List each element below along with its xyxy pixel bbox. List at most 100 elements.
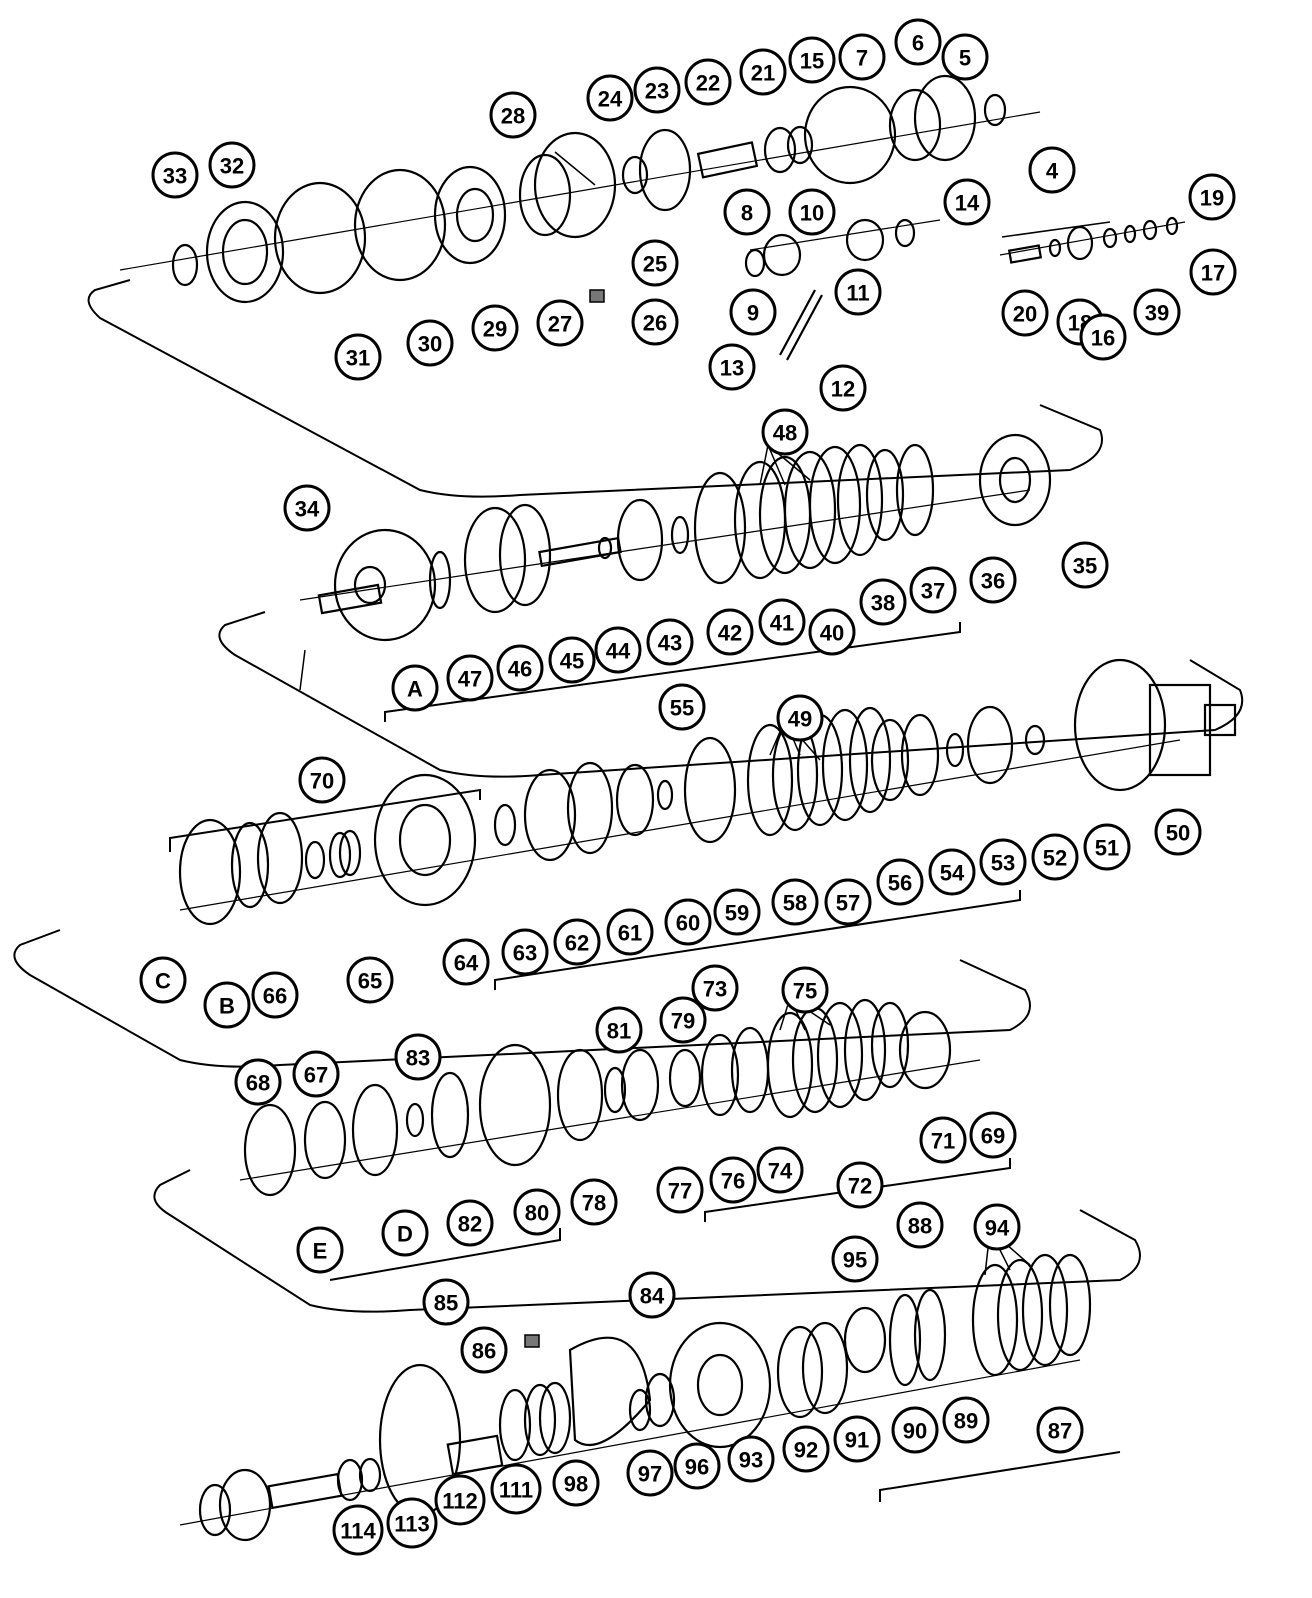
callout-91: 91 xyxy=(833,1415,881,1463)
callout-50: 50 xyxy=(1154,808,1202,856)
callout-text: 23 xyxy=(645,79,669,104)
callout-39: 39 xyxy=(1133,288,1181,336)
callout-78: 78 xyxy=(570,1178,618,1226)
callout-circle xyxy=(673,1442,721,1490)
callout-94: 94 xyxy=(973,1203,1021,1251)
callout-40: 40 xyxy=(808,608,856,656)
callout-52: 52 xyxy=(1031,833,1079,881)
callout-text: D xyxy=(397,1222,413,1247)
callout-25: 25 xyxy=(631,239,679,287)
callout-circle xyxy=(203,981,251,1029)
callout-text: 42 xyxy=(718,621,742,646)
callout-text: 24 xyxy=(598,87,623,112)
callout-22: 22 xyxy=(684,58,732,106)
callout-circle xyxy=(553,918,601,966)
callout-text: 14 xyxy=(955,191,980,216)
callout-text: 87 xyxy=(1048,1419,1072,1444)
callout-circle xyxy=(496,644,544,692)
callout-text: 76 xyxy=(721,1169,745,1194)
callout-19: 19 xyxy=(1188,173,1236,221)
callout-text: 6 xyxy=(912,31,924,56)
bracket-B xyxy=(169,788,481,852)
callout-text: 62 xyxy=(565,931,589,956)
callout-text: 22 xyxy=(696,71,720,96)
callout-16: 16 xyxy=(1079,313,1127,361)
callout-text: 93 xyxy=(739,1448,763,1473)
callout-circle xyxy=(434,1474,486,1526)
callout-56: 56 xyxy=(876,858,924,906)
callout-text: 70 xyxy=(310,769,334,794)
callout-38: 38 xyxy=(859,578,907,626)
callout-circle xyxy=(1083,823,1131,871)
callout-text: 56 xyxy=(888,871,912,896)
group-brackets xyxy=(169,622,1121,1502)
callout-circle xyxy=(1031,833,1079,881)
callout-87: 87 xyxy=(1036,1406,1084,1454)
callout-32: 32 xyxy=(208,141,256,189)
callout-17: 17 xyxy=(1189,248,1237,296)
callout-text: 57 xyxy=(836,891,860,916)
callout-text: 45 xyxy=(560,649,584,674)
callout-27: 27 xyxy=(536,299,584,347)
callout-text: 11 xyxy=(846,281,869,306)
callout-text: 10 xyxy=(800,201,824,226)
callout-text: 25 xyxy=(643,252,667,277)
callout-37: 37 xyxy=(909,566,957,614)
callout-text: 38 xyxy=(871,591,895,616)
callout-circle xyxy=(334,333,382,381)
callout-circle xyxy=(570,1178,618,1226)
callout-44: 44 xyxy=(594,626,642,674)
callout-text: 8 xyxy=(741,201,753,226)
callout-text: 37 xyxy=(921,579,945,604)
callout-text: 73 xyxy=(703,977,727,1002)
callout-98: 98 xyxy=(552,1459,600,1507)
callout-circle xyxy=(552,1459,600,1507)
callout-80: 80 xyxy=(513,1188,561,1236)
callout-circle xyxy=(727,1435,775,1483)
callout-text: 19 xyxy=(1200,186,1224,211)
callout-97: 97 xyxy=(626,1449,674,1497)
callout-text: 51 xyxy=(1095,836,1119,861)
callout-45: 45 xyxy=(548,636,596,684)
callout-circle xyxy=(919,1116,967,1164)
callout-text: 41 xyxy=(770,611,794,636)
row-1-parts xyxy=(171,74,1179,361)
callout-59: 59 xyxy=(713,888,761,936)
callout-B: B xyxy=(203,981,251,1029)
callout-text: 52 xyxy=(1043,846,1067,871)
callout-circle xyxy=(151,151,199,199)
callout-57: 57 xyxy=(824,878,872,926)
callout-circle xyxy=(782,1425,830,1473)
callout-31: 31 xyxy=(334,333,382,381)
callout-text: 72 xyxy=(848,1174,872,1199)
callout-circle xyxy=(606,908,654,956)
callout-circle xyxy=(942,1396,990,1444)
bracket-84 xyxy=(879,1451,1121,1502)
callout-circle xyxy=(296,1226,344,1274)
callout-circle xyxy=(836,1161,884,1209)
callout-text: 114 xyxy=(340,1519,376,1544)
callout-73: 73 xyxy=(691,964,739,1012)
callout-20: 20 xyxy=(1001,289,1049,337)
callout-A: A xyxy=(391,664,439,712)
tray-4 xyxy=(153,1169,1141,1313)
callout-34: 34 xyxy=(283,484,331,532)
callout-circle xyxy=(928,848,976,896)
callout-text: 112 xyxy=(442,1489,478,1514)
callout-79: 79 xyxy=(659,996,707,1044)
callout-text: 71 xyxy=(931,1129,955,1154)
callout-circle xyxy=(446,654,494,702)
callout-text: 77 xyxy=(668,1179,692,1204)
callout-text: 46 xyxy=(508,657,532,682)
callout-text: A xyxy=(407,677,423,702)
callout-circle xyxy=(381,1209,429,1257)
callout-55: 55 xyxy=(658,683,706,731)
callout-42: 42 xyxy=(706,608,754,656)
callout-circle xyxy=(758,598,806,646)
callout-text: 78 xyxy=(582,1191,606,1216)
callout-93: 93 xyxy=(727,1435,775,1483)
callout-circle xyxy=(633,66,681,114)
callout-circle xyxy=(819,364,867,412)
callout-circle xyxy=(298,756,346,804)
